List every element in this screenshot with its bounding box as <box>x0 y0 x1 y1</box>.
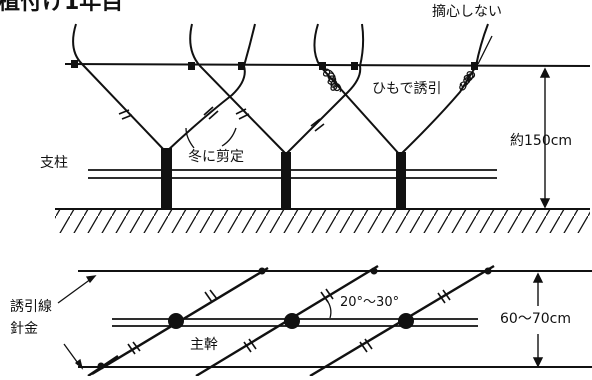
trunk-dot-3 <box>398 313 414 329</box>
post-1 <box>161 148 172 209</box>
trunk-dot-2 <box>284 313 300 329</box>
label-trunk: 主幹 <box>190 337 218 353</box>
label-spacing: 60〜70cm <box>500 311 571 327</box>
side-view <box>55 23 591 233</box>
wire-clips <box>71 60 478 70</box>
label-no-pinch: 摘心しない <box>432 4 502 20</box>
post-3 <box>396 152 406 209</box>
prune-callout <box>185 127 237 149</box>
top-wire <box>64 63 591 67</box>
label-guide-wire: 誘引線 <box>10 299 52 315</box>
label-winter-prune: 冬に剪定 <box>188 149 244 165</box>
ground-hatching <box>55 209 590 233</box>
label-height: 約150cm <box>510 133 573 149</box>
tie-string <box>322 68 476 93</box>
label-tie-string: ひもで誘引 <box>372 81 442 97</box>
label-wire: 針金 <box>10 321 38 337</box>
spacing-arrow <box>532 272 544 368</box>
top-view <box>57 264 592 378</box>
height-arrow <box>539 67 551 209</box>
angle-arc <box>325 298 332 319</box>
vine-2 <box>189 23 365 155</box>
vine-1 <box>72 23 256 153</box>
wire-callouts <box>57 275 97 370</box>
trunk-tips <box>97 267 492 370</box>
trunk-dot-1 <box>168 313 184 329</box>
branch-ticks <box>118 106 325 132</box>
label-post: 支柱 <box>40 155 68 171</box>
no-pinch-callout <box>477 35 493 65</box>
post-2 <box>281 152 291 209</box>
trunk-ticks <box>127 288 451 355</box>
label-angle: 20°〜30° <box>340 295 400 310</box>
diagram-title: 植付け1年目 <box>0 0 124 15</box>
